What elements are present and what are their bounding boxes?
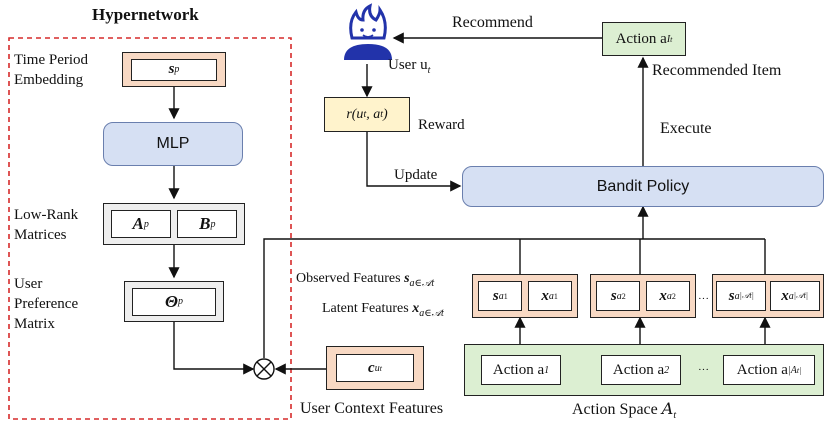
multiply-icon (253, 358, 275, 380)
low-rank-label: Low-Rank Matrices (14, 207, 79, 243)
preference-matrix-label: User Preference Matrix (14, 276, 79, 332)
user-label: User ut (388, 57, 431, 76)
hypernetwork-title: Hypernetwork (92, 5, 199, 24)
recommended-item-label: Recommended Item (652, 62, 782, 79)
user-avatar-icon (344, 3, 392, 60)
hypernetwork-frame (8, 37, 292, 420)
observed-features-label: Observed Features sa∈𝒜t (296, 271, 435, 289)
bandit-policy-box: Bandit Policy (462, 166, 824, 207)
latent-features-label: Latent Features xa∈𝒜t (322, 301, 444, 319)
context-features-label: User Context Features (300, 400, 444, 417)
execute-label: Execute (660, 120, 712, 137)
update-label: Update (394, 167, 438, 183)
time-period-label: Time Period Embedding (14, 52, 89, 88)
feature-ellipsis: ··· (698, 293, 709, 305)
mlp-box: MLP (103, 122, 243, 166)
action-space-label: Action Space At (572, 399, 677, 422)
reward-label: Reward (418, 117, 465, 133)
recommend-label: Recommend (452, 14, 533, 31)
action-ellipsis: ··· (698, 364, 709, 376)
